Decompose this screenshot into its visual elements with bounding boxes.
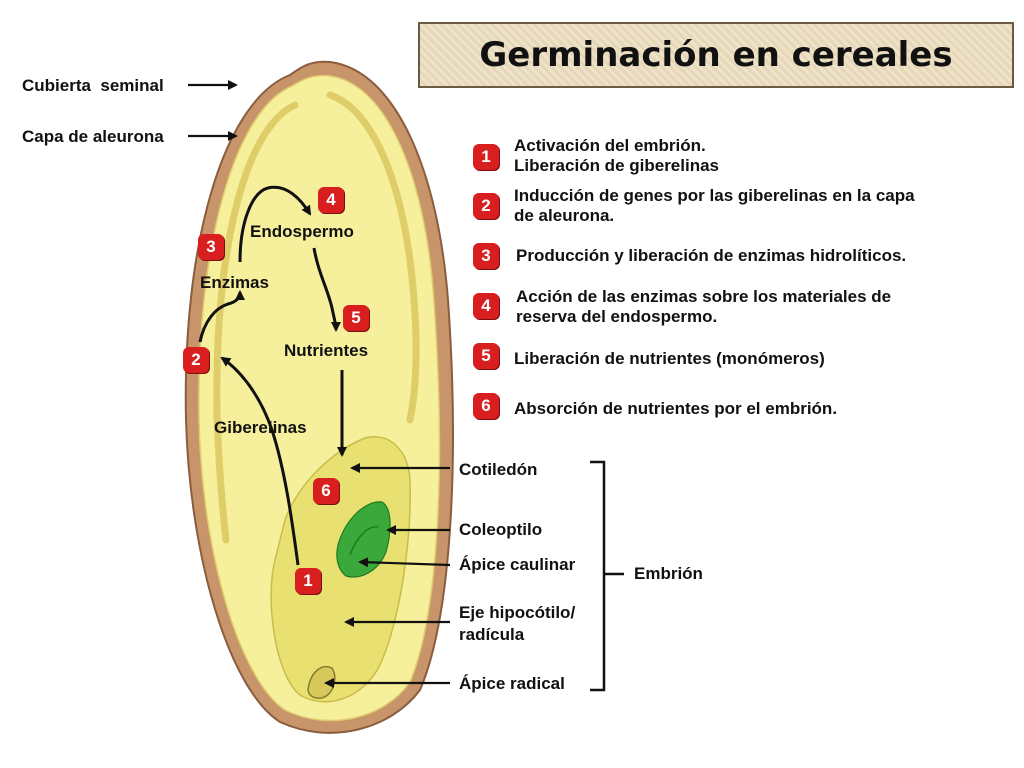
arrow-apice-caulinar (358, 557, 451, 568)
label-capa-aleurona: Capa de aleurona (22, 127, 164, 146)
inner-badge-5: 5 (343, 305, 369, 331)
inner-badge-2: 2 (183, 347, 209, 373)
step-badge-5: 5 (473, 343, 499, 369)
step-text-6: Absorción de nutrientes por el embrión. (514, 399, 838, 418)
step-text-1: Activación del embrión.Liberación de gib… (514, 136, 720, 175)
label-radicula: radícula (459, 625, 525, 644)
step-text-4: Acción de las enzimas sobre los material… (516, 287, 892, 326)
arrow-4-to-5 (312, 247, 341, 332)
step-badge-6: 6 (473, 393, 499, 419)
step-badge-2: 2 (473, 193, 499, 219)
label-enzimas: Enzimas (200, 273, 269, 292)
embrion-bracket (590, 460, 606, 692)
step-badge-3: 3 (473, 243, 499, 269)
inner-badge-1: 1 (295, 568, 321, 594)
step-text-3: Producción y liberación de enzimas hidro… (516, 246, 907, 265)
shoot-apex (349, 526, 379, 556)
label-eje-hipocotilo: Eje hipocótilo/ (459, 603, 576, 622)
label-giberelinas: Giberelinas (214, 418, 307, 437)
step-badge-4: 4 (473, 293, 499, 319)
aleurone-layer-right (326, 91, 420, 424)
label-cotiledon: Cotiledón (459, 460, 538, 479)
inner-badge-4: 4 (318, 187, 344, 213)
label-coleoptilo: Coleoptilo (459, 520, 543, 539)
inner-badge-3: 3 (198, 234, 224, 260)
label-cubierta-seminal: Cubierta seminal (22, 76, 164, 95)
arrow-1-to-2 (220, 356, 300, 566)
arrow-2-to-3 (198, 290, 245, 343)
step-text-2: Inducción de genes por las giberelinas e… (514, 186, 915, 225)
label-nutrientes: Nutrientes (284, 341, 369, 360)
inner-badge-6: 6 (313, 478, 339, 504)
aleurone-layer (213, 101, 299, 544)
label-endospermo: Endospermo (250, 222, 354, 241)
label-apice-radical: Ápice radical (459, 674, 565, 693)
title-box: Germinación en cereales (418, 22, 1014, 88)
arrow-3-to-4 (238, 185, 312, 263)
step-badge-1: 1 (473, 144, 499, 170)
label-embrion: Embrión (634, 564, 703, 583)
label-apice-caulinar: Ápice caulinar (459, 555, 576, 574)
step-text-5: Liberación de nutrientes (monómeros) (514, 349, 825, 368)
page-title: Germinación en cereales (479, 35, 953, 75)
coleoptile (336, 501, 391, 578)
